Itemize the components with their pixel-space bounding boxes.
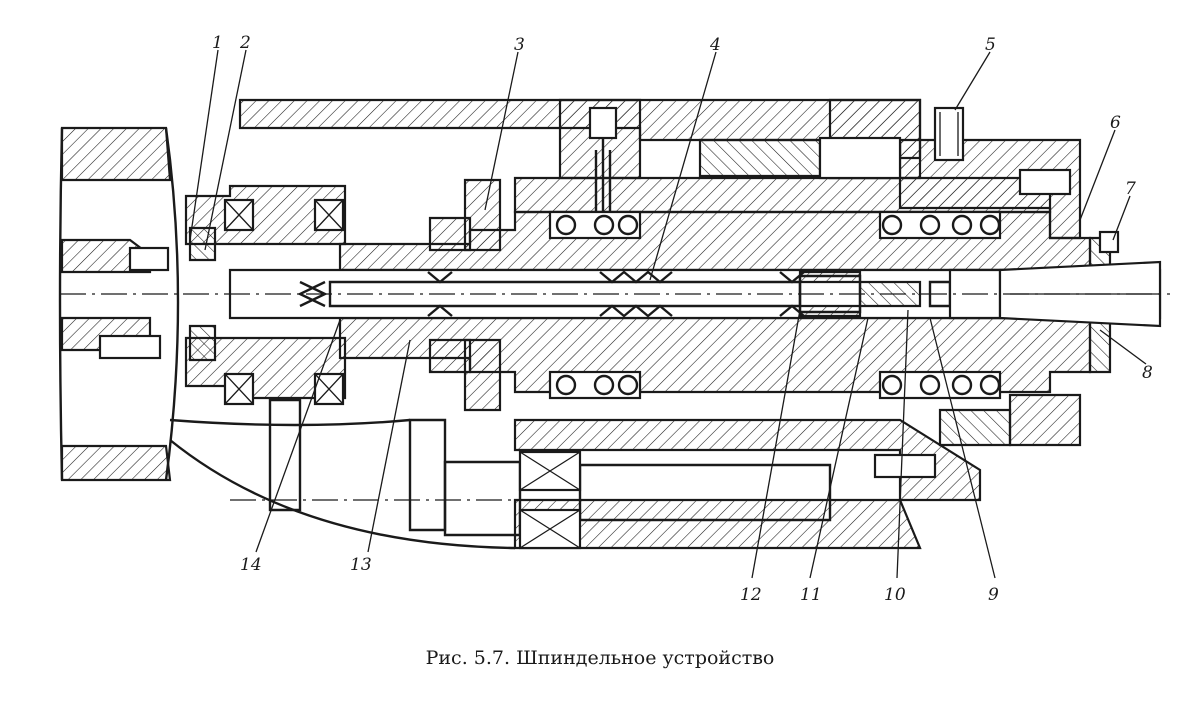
callout-1: 1: [212, 33, 223, 53]
pulley-hub: [184, 184, 347, 406]
callout-5: 5: [985, 35, 996, 55]
callout-6: 6: [1110, 113, 1121, 133]
leader-lines: [189, 49, 1147, 579]
callout-13: 13: [350, 555, 372, 575]
fastening-bolt: [698, 106, 1072, 196]
spindle-nut: [428, 178, 502, 412]
callout-7: 7: [1125, 179, 1136, 199]
callout-4: 4: [709, 35, 721, 55]
figure-caption: Рис. 5.7. Шпиндельное устройство: [426, 647, 775, 669]
callout-9: 9: [988, 585, 999, 605]
tool-holder: [948, 230, 1162, 328]
front-bearings: [878, 210, 1002, 400]
rear-bearings: [548, 210, 642, 400]
callout-11: 11: [800, 585, 822, 605]
callout-12: 12: [740, 585, 762, 605]
callout-10: 10: [884, 585, 906, 605]
callout-14: 14: [240, 555, 262, 575]
callout-labels: 1 2 3 4 5 6 7 8 9 10 11 12 13 14: [212, 33, 1153, 605]
drive-shaft: [169, 398, 937, 550]
center-lines: [60, 293, 1170, 501]
disc-springs: [427, 270, 805, 318]
callout-2: 2: [239, 33, 251, 53]
callout-3: 3: [514, 35, 525, 55]
callout-8: 8: [1142, 363, 1153, 383]
gear-wheel: [58, 126, 180, 482]
